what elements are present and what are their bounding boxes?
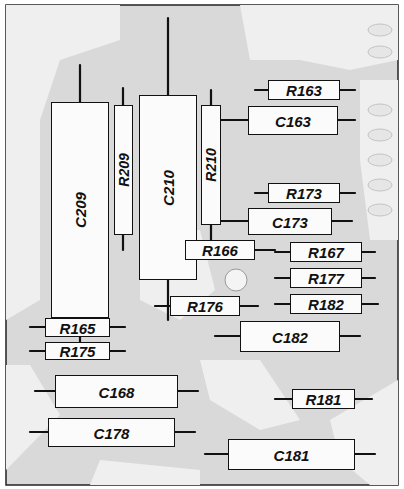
capacitor-body: C182 [240, 321, 340, 352]
mounting-hole [225, 269, 247, 291]
resistor-body: R177 [290, 268, 362, 288]
board-outline [6, 5, 398, 485]
part-label: C210 [161, 170, 176, 206]
capacitor-body: C181 [228, 439, 355, 470]
copper-traces [6, 5, 398, 485]
resistor-body: R182 [290, 294, 362, 314]
resistor-body: R167 [290, 242, 362, 262]
resistor-body: R166 [185, 240, 255, 260]
part-label: R167 [308, 245, 344, 260]
resistor-body: R165 [45, 318, 110, 337]
part-label: R166 [202, 243, 238, 258]
part-label: C181 [274, 447, 310, 462]
part-label: C182 [272, 329, 308, 344]
part-label: C163 [275, 113, 311, 128]
part-label: C209 [73, 192, 88, 228]
capacitor-body: C173 [248, 208, 332, 235]
resistor-body: R210 [201, 105, 221, 225]
resistor-body: R173 [268, 183, 340, 203]
capacitor-body: C178 [48, 418, 175, 447]
part-label: R182 [308, 297, 344, 312]
part-label: R209 [117, 153, 131, 186]
part-label: R177 [308, 271, 344, 286]
resistor-body: R176 [170, 296, 240, 316]
capacitor-body: C168 [55, 375, 178, 408]
resistor-body: R163 [268, 80, 340, 100]
resistor-body: R209 [114, 105, 133, 235]
capacitor-body: C163 [248, 106, 338, 135]
part-label: R163 [286, 83, 322, 98]
resistor-body: R181 [292, 389, 355, 409]
part-label: R175 [60, 344, 96, 359]
capacitor-body: C209 [51, 102, 109, 318]
resistor-body: R175 [45, 342, 110, 360]
part-label: C168 [99, 384, 135, 399]
part-label: R210 [204, 148, 218, 181]
part-label: C173 [272, 214, 308, 229]
part-label: R176 [187, 299, 223, 314]
part-label: R181 [306, 392, 342, 407]
pads [368, 24, 392, 216]
component-leads [30, 18, 378, 454]
part-label: C178 [94, 425, 130, 440]
part-label: R165 [60, 320, 96, 335]
part-label: R173 [286, 186, 322, 201]
